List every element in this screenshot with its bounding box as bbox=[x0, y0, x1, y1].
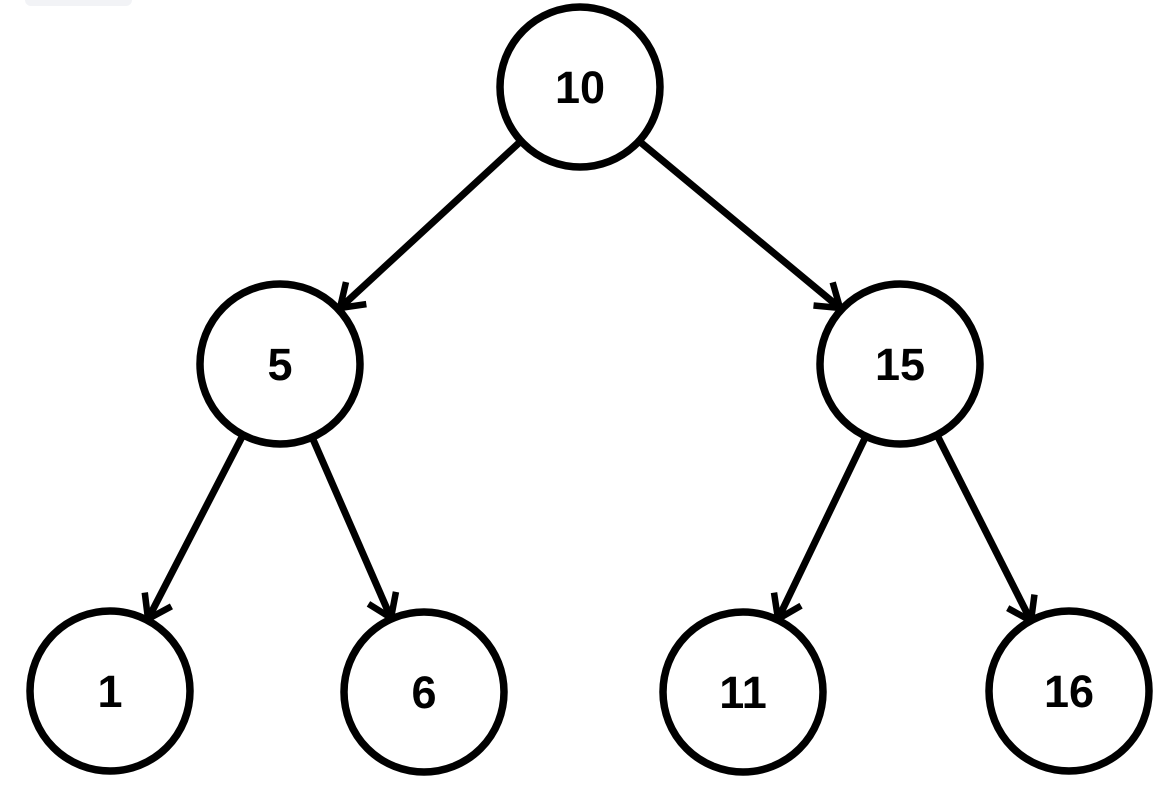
tree-node-5: 5 bbox=[196, 280, 364, 448]
node-circle-1 bbox=[26, 607, 194, 775]
tree-node-11: 11 bbox=[659, 608, 827, 776]
node-label-5: 5 bbox=[267, 339, 292, 390]
tree-node-6: 6 bbox=[340, 608, 508, 776]
node-label-11: 11 bbox=[719, 667, 767, 718]
edge-10-15 bbox=[636, 138, 845, 312]
edge-15-11 bbox=[770, 434, 870, 625]
tree-node-10: 10 bbox=[496, 3, 664, 171]
window-edge-artifact bbox=[25, 0, 132, 6]
tree-node-15: 15 bbox=[816, 280, 984, 448]
node-label-15: 15 bbox=[875, 339, 925, 390]
node-label-6: 6 bbox=[411, 667, 436, 718]
edge-15-16 bbox=[933, 433, 1038, 627]
node-circle-6 bbox=[340, 608, 508, 776]
node-label-1: 1 bbox=[97, 666, 122, 717]
node-circle-5 bbox=[196, 280, 364, 448]
tree-node-1: 1 bbox=[26, 607, 194, 775]
tree-node-16: 16 bbox=[985, 607, 1153, 775]
edge-5-6 bbox=[308, 435, 400, 624]
node-circle-16 bbox=[985, 607, 1153, 775]
node-circle-10 bbox=[496, 3, 664, 171]
node-circle-15 bbox=[816, 280, 984, 448]
node-circle-11 bbox=[659, 608, 827, 776]
edge-10-5 bbox=[335, 138, 524, 312]
node-label-10: 10 bbox=[555, 62, 605, 113]
edge-5-1 bbox=[141, 433, 247, 625]
node-label-16: 16 bbox=[1044, 666, 1094, 717]
